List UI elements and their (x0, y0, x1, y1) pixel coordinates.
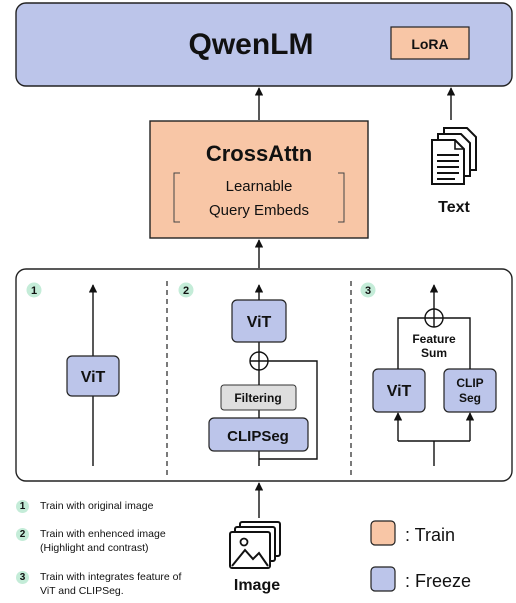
image-input-label: Image (234, 577, 280, 594)
legend-train-swatch (370, 520, 396, 546)
option-2-clipseg-label: CLIPSeg (227, 428, 289, 445)
option-1-badge (26, 282, 42, 298)
option-2-vit-label: ViT (247, 314, 272, 331)
option-2-badge (178, 282, 194, 298)
option-2-skip-connection (259, 360, 318, 460)
crossattn-title: CrossAttn (206, 141, 312, 166)
option-2-number: 2 (183, 285, 189, 297)
option-3-clipseg-to-sum (443, 317, 471, 369)
option-1-vit-label: ViT (81, 369, 106, 386)
note-2-line2: (Highlight and contrast) (40, 542, 149, 554)
option-3-sum-line2: Sum (421, 346, 447, 360)
qwenlm-label: QwenLM (189, 28, 314, 61)
note-2-badge: 2 (16, 528, 29, 541)
note-1-line1: Train with original image (40, 500, 154, 512)
option-3-clipseg-line2: Seg (459, 391, 481, 405)
option-2-sum-icon (249, 351, 269, 371)
note-3-line1: Train with integrates feature of (40, 571, 182, 583)
option-3-badge (360, 282, 376, 298)
option-2-filtering-label: Filtering (234, 391, 281, 405)
query-bracket-right (338, 172, 345, 223)
legend-freeze-label: : Freeze (405, 571, 471, 591)
option-3-vit-to-sum (397, 317, 425, 369)
option-3-number: 3 (365, 285, 371, 297)
text-input-label: Text (438, 199, 470, 216)
option-3-vit-label: ViT (387, 383, 412, 400)
note-3-badge: 3 (16, 571, 29, 584)
note-2-line1: Train with enhenced image (40, 528, 166, 540)
option-3-sum-icon (424, 308, 444, 328)
text-document-icon (431, 127, 477, 185)
legend-freeze-swatch (370, 566, 396, 592)
option-1-vit-box (66, 355, 120, 397)
image-stack-icon (229, 521, 281, 569)
option-1-number: 1 (31, 285, 37, 297)
crossattn-box (149, 120, 369, 239)
lora-box (390, 26, 470, 60)
query-bracket-left (173, 172, 180, 223)
option-3-vit-box (372, 368, 426, 413)
crossattn-line2: Query Embeds (209, 202, 309, 219)
lora-label: LoRA (411, 36, 448, 52)
option-3-clipseg-line1: CLIP (456, 376, 483, 390)
encoder-options-box (15, 268, 513, 482)
qwenlm-box (15, 2, 513, 87)
option-3-sum-line1: Feature (412, 332, 456, 346)
crossattn-line1: Learnable (226, 178, 293, 195)
note-3-line2: ViT and CLIPSeg. (40, 585, 124, 597)
note-1-badge: 1 (16, 500, 29, 513)
legend-train-label: : Train (405, 525, 455, 545)
